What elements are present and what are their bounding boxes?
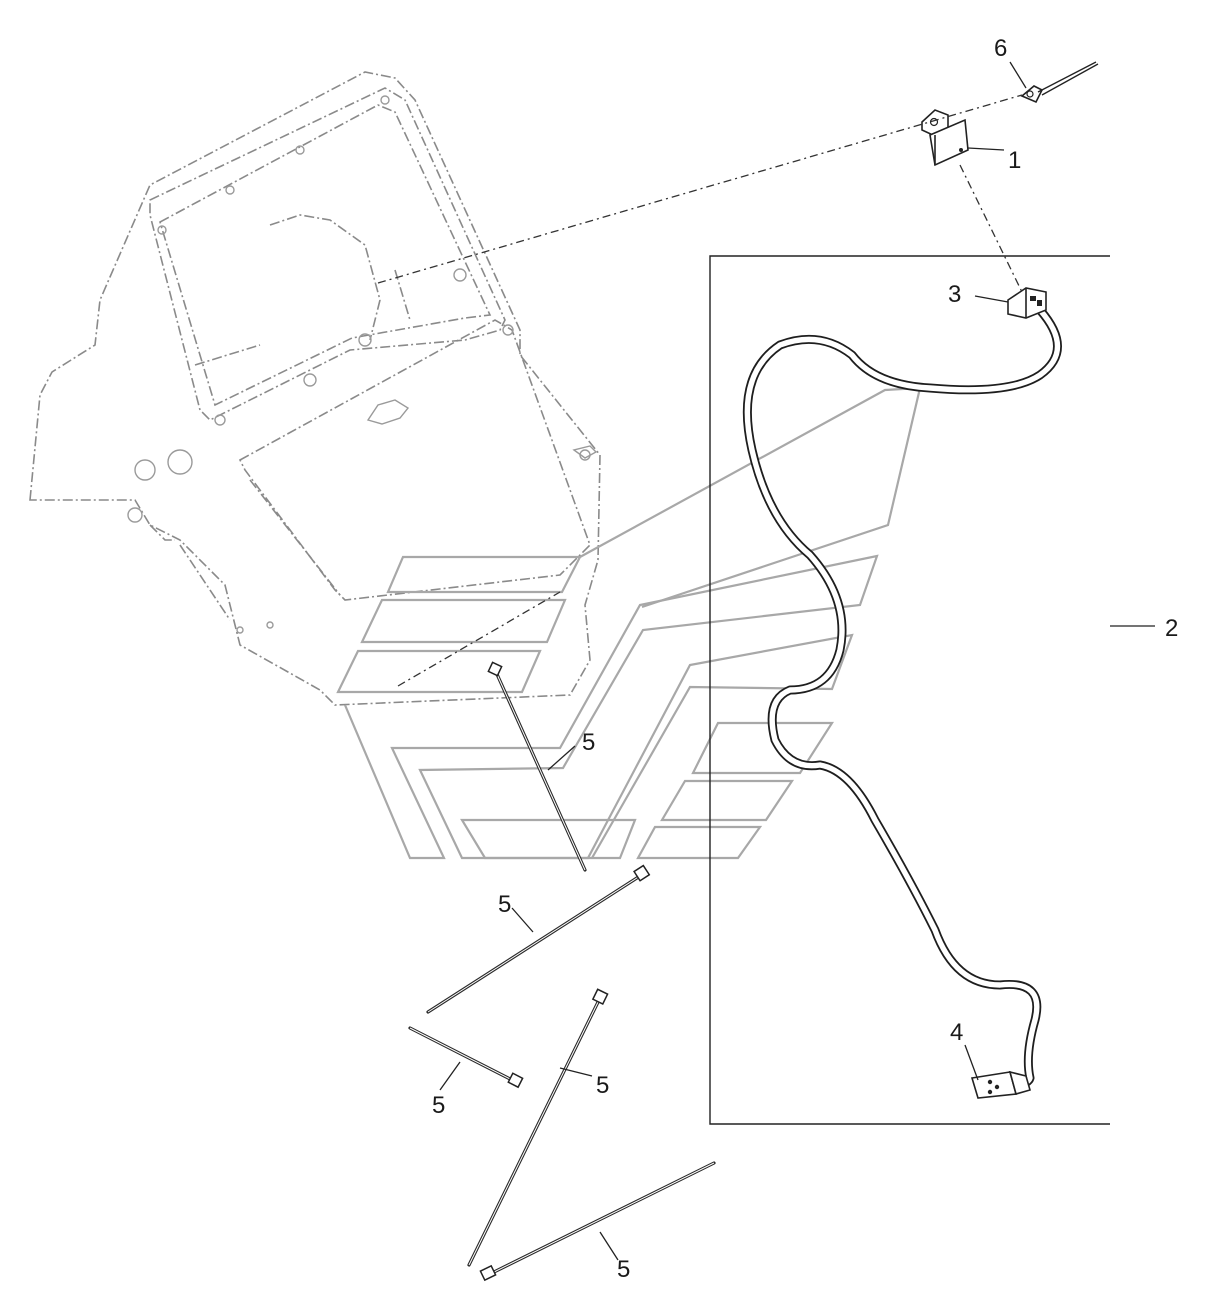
callout-5-tie-d: 5 — [596, 1072, 609, 1099]
callout-5-tie-e: 5 — [617, 1256, 630, 1283]
callout-5-tie-c: 5 — [432, 1092, 445, 1119]
decal-graphic — [336, 386, 922, 860]
clip-6 — [1020, 61, 1099, 104]
wire-harness — [742, 305, 1062, 1090]
cable-ties — [408, 661, 716, 1282]
callout-2: 2 — [1165, 615, 1178, 642]
harness-frame — [709, 255, 1110, 1125]
vehicle-body-outline — [29, 71, 601, 706]
callout-6: 6 — [994, 35, 1007, 62]
connector-3 — [1007, 287, 1047, 319]
callout-leaders — [439, 61, 1155, 1261]
sensor-bracket-1 — [921, 109, 969, 167]
callout-5-tie-b: 5 — [498, 891, 511, 918]
callout-5-tie-a: 5 — [582, 729, 595, 756]
assembly-lines — [377, 94, 1023, 687]
connector-4 — [970, 1070, 1031, 1099]
callout-1: 1 — [1008, 147, 1021, 174]
callout-labels: 1 2 3 4 5 5 5 5 5 6 — [432, 35, 1178, 1283]
callout-4: 4 — [950, 1019, 963, 1046]
callout-3: 3 — [948, 281, 961, 308]
